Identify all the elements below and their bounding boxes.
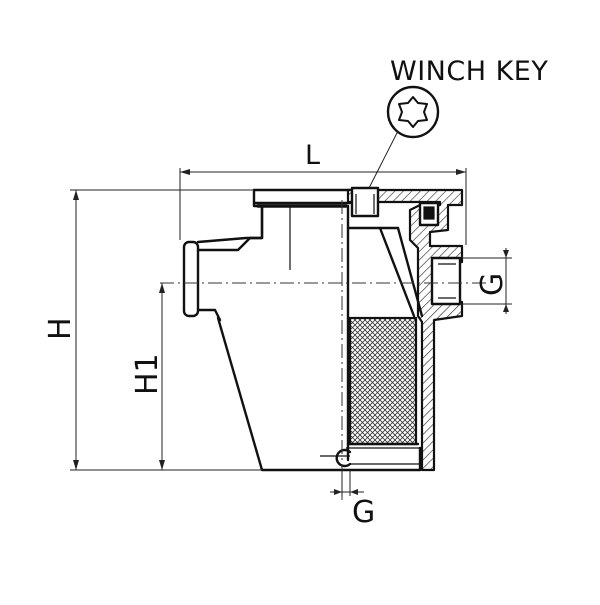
winch-key-title: WINCH KEY bbox=[390, 56, 548, 87]
dimension-h-label: H bbox=[43, 317, 78, 340]
dimension-l: L bbox=[179, 140, 467, 245]
winch-key-leader bbox=[367, 130, 399, 191]
dimension-l-label: L bbox=[305, 140, 320, 171]
dimension-g-bottom: G bbox=[330, 470, 375, 530]
winch-key-star-icon bbox=[386, 85, 440, 139]
dimension-h1-label: H1 bbox=[130, 353, 165, 395]
dimension-g-bottom-label: G bbox=[352, 495, 375, 530]
dimension-g-side-label: G bbox=[475, 273, 510, 296]
filter-mesh bbox=[348, 316, 418, 446]
dimension-h1: H1 bbox=[130, 283, 165, 470]
dimension-h: H bbox=[43, 189, 262, 471]
strainer-body bbox=[182, 186, 464, 472]
dimension-g-side: G bbox=[460, 248, 512, 314]
